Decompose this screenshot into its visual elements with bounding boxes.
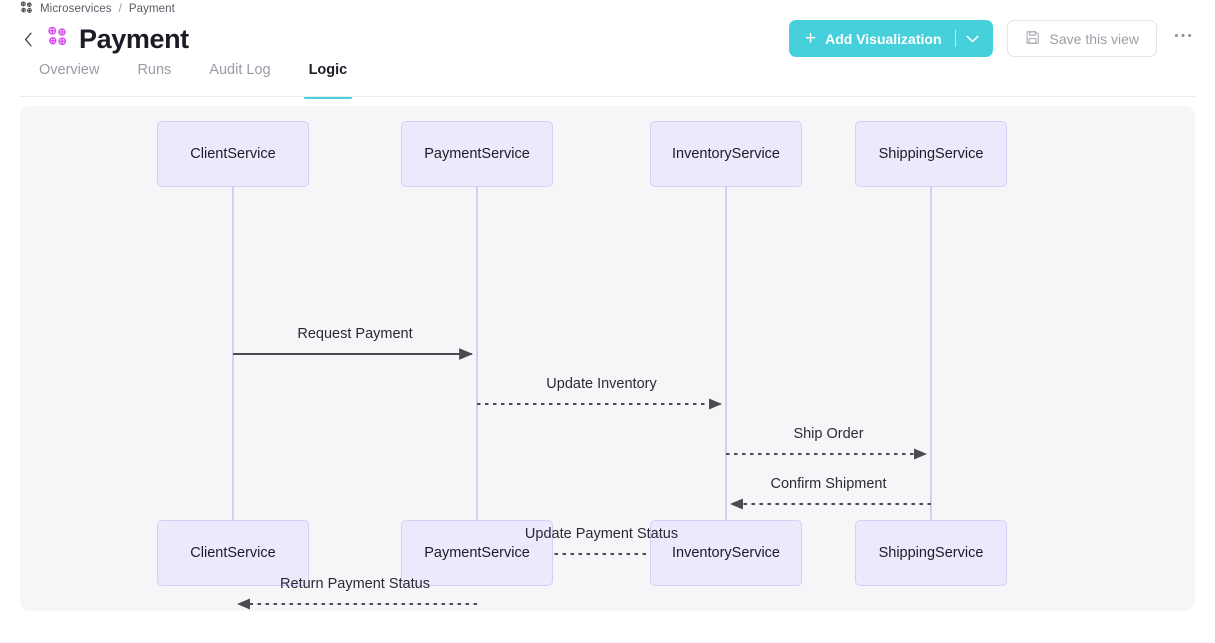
participant-box-clientservice[interactable]: ClientService xyxy=(157,520,309,586)
tab-audit-log[interactable]: Audit Log xyxy=(209,62,271,78)
message-label: Update Inventory xyxy=(546,376,657,392)
page-header: Microservices / Payment Payment + Add Vi… xyxy=(0,0,1215,99)
participant-box-paymentservice[interactable]: PaymentService xyxy=(401,121,553,187)
participant-box-paymentservice[interactable]: PaymentService xyxy=(401,520,553,586)
save-view-label: Save this view xyxy=(1049,30,1139,47)
tab-overview[interactable]: Overview xyxy=(39,62,100,78)
participant-label: ShippingService xyxy=(878,545,984,561)
floppy-disk-icon xyxy=(1025,30,1040,48)
breadcrumb-parent[interactable]: Microservices xyxy=(40,3,112,15)
message-label: Update Payment Status xyxy=(524,526,679,542)
button-divider xyxy=(954,30,956,47)
chevron-down-icon[interactable] xyxy=(958,35,988,43)
tab-runs[interactable]: Runs xyxy=(137,62,172,78)
sequence-diagram xyxy=(232,187,932,610)
message-label: Request Payment xyxy=(297,326,413,342)
tab-logic[interactable]: Logic xyxy=(290,62,367,99)
participant-box-shippingservice[interactable]: ShippingService xyxy=(855,520,1007,586)
node-cluster-icon xyxy=(20,1,33,17)
title-row: Payment xyxy=(20,20,189,58)
participant-box-clientservice[interactable]: ClientService xyxy=(157,121,309,187)
message-label: Return Payment Status xyxy=(280,576,430,592)
save-view-button[interactable]: Save this view xyxy=(1006,20,1157,57)
participant-label: InventoryService xyxy=(672,146,780,162)
page-title: Payment xyxy=(79,23,189,54)
breadcrumb: Microservices / Payment xyxy=(20,1,175,17)
participant-box-inventoryservice[interactable]: InventoryService xyxy=(650,520,802,586)
message-label: Confirm Shipment xyxy=(770,476,887,492)
participant-label: PaymentService xyxy=(424,545,530,561)
tab-bar: Overview Runs Audit Log Logic xyxy=(20,62,367,99)
ellipsis-icon[interactable] xyxy=(1171,27,1195,51)
node-cluster-icon xyxy=(47,26,68,52)
participant-label: ClientService xyxy=(190,146,276,162)
breadcrumb-separator: / xyxy=(118,3,122,15)
participant-box-inventoryservice[interactable]: InventoryService xyxy=(650,121,802,187)
chevron-left-icon[interactable] xyxy=(20,29,36,49)
participant-label: ClientService xyxy=(190,545,276,561)
participant-label: PaymentService xyxy=(424,146,530,162)
message-label: Ship Order xyxy=(793,426,864,442)
participant-box-shippingservice[interactable]: ShippingService xyxy=(855,121,1007,187)
tab-bar-divider xyxy=(20,96,1195,97)
header-actions: + Add Visualization Save this view xyxy=(788,20,1195,57)
breadcrumb-current: Payment xyxy=(128,3,175,15)
participant-label: InventoryService xyxy=(672,545,780,561)
participant-label: ShippingService xyxy=(878,146,984,162)
add-visualization-label: Add Visualization xyxy=(825,30,942,47)
plus-icon: + xyxy=(804,28,817,49)
add-visualization-button[interactable]: + Add Visualization xyxy=(788,20,993,57)
